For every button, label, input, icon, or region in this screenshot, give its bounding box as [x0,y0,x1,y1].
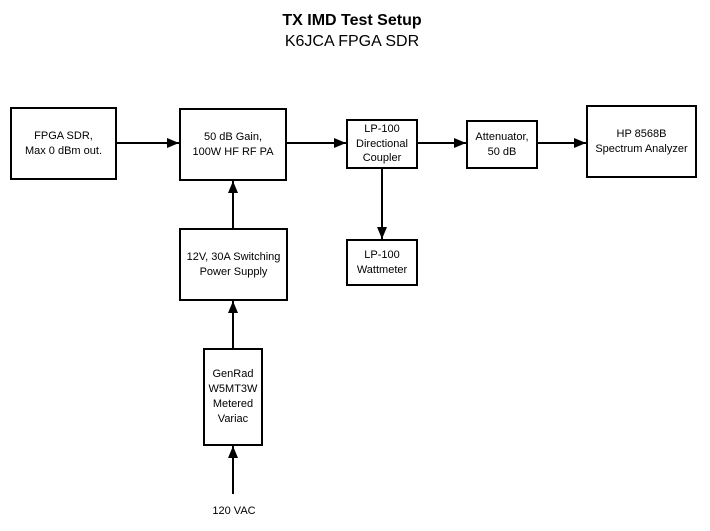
block-spectrum-analyzer: HP 8568B Spectrum Analyzer [586,105,697,178]
block-attenuator: Attenuator, 50 dB [466,120,538,169]
block-metered-variac: GenRad W5MT3W Metered Variac [203,348,263,446]
block-wattmeter-label: LP-100 Wattmeter [356,248,408,276]
block-directional-coupler: LP-100 Directional Coupler [346,119,418,169]
block-rf-power-amplifier-label: 50 dB Gain, 100W HF RF PA [192,130,274,158]
block-attenuator-label: Attenuator, 50 dB [475,130,529,158]
mains-voltage-label: 120 VAC [212,505,256,517]
block-fpga-sdr: FPGA SDR, Max 0 dBm out. [10,107,117,180]
block-fpga-sdr-label: FPGA SDR, Max 0 dBm out. [24,129,103,157]
block-directional-coupler-label: LP-100 Directional Coupler [356,122,408,165]
block-spectrum-analyzer-label: HP 8568B Spectrum Analyzer [595,127,688,155]
block-wattmeter: LP-100 Wattmeter [346,239,418,286]
block-rf-power-amplifier: 50 dB Gain, 100W HF RF PA [179,108,287,181]
block-power-supply: 12V, 30A Switching Power Supply [179,228,288,301]
block-power-supply-label: 12V, 30A Switching Power Supply [186,250,281,278]
diagram-subtitle: K6JCA FPGA SDR [284,33,420,50]
block-metered-variac-label: GenRad W5MT3W Metered Variac [208,368,258,425]
diagram-title: TX IMD Test Setup [282,12,422,29]
